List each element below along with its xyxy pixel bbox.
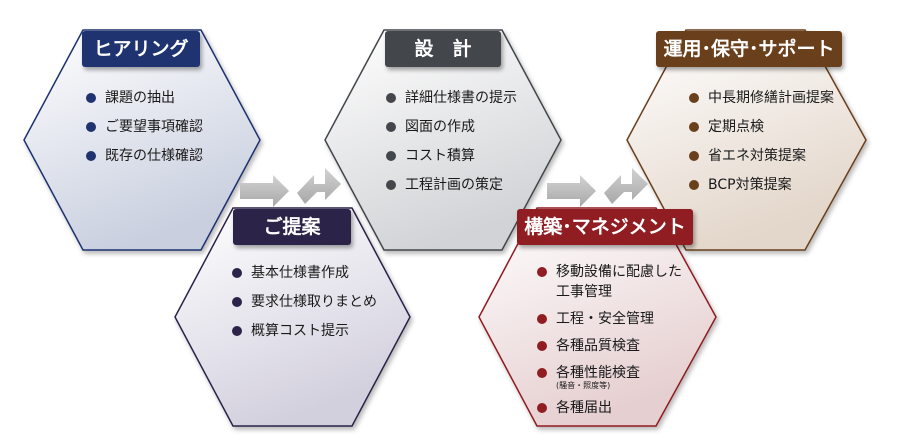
list-item: 工程計画の策定: [386, 175, 517, 195]
list-item: 詳細仕様書の提示: [386, 88, 517, 108]
list-item: 工程・安全管理: [537, 309, 682, 329]
list-item: コスト積算: [386, 146, 517, 166]
design-list: 詳細仕様書の提示 図面の作成 コスト積算 工程計画の策定: [386, 88, 517, 204]
bullet-icon: [689, 151, 699, 161]
bullet-icon: [689, 93, 699, 103]
list-item: 課題の抽出: [86, 88, 203, 108]
construction-title: 構築･マネジメント: [517, 209, 693, 245]
list-item: ご要望事項確認: [86, 117, 203, 137]
operation-list: 中長期修繕計画提案 定期点検 省エネ対策提案 BCP対策提案: [689, 88, 834, 204]
bullet-icon: [537, 368, 547, 378]
bullet-icon: [386, 180, 396, 190]
proposal-title: ご提案: [233, 209, 351, 245]
bullet-icon: [386, 93, 396, 103]
list-item: 基本仕様書作成: [232, 263, 377, 283]
bullet-icon: [537, 267, 547, 277]
list-item: 各種届出: [537, 398, 682, 418]
list-item: 省エネ対策提案: [689, 146, 834, 166]
list-item: 中長期修繕計画提案: [689, 88, 834, 108]
hearing-title: ヒアリング: [82, 31, 200, 67]
bullet-icon: [537, 341, 547, 351]
arrow-right: [547, 168, 648, 207]
bullet-icon: [386, 151, 396, 161]
operation-title: 運用･保守･サポート: [656, 31, 842, 67]
design-title: 設 計: [385, 31, 501, 67]
bullet-icon: [689, 122, 699, 132]
bullet-icon: [86, 122, 96, 132]
bullet-icon: [232, 268, 242, 278]
proposal-list: 基本仕様書作成 要求仕様取りまとめ 概算コスト提示: [232, 263, 377, 350]
list-item: 移動設備に配慮した工事管理: [537, 262, 682, 302]
bullet-icon: [537, 403, 547, 413]
construction-list: 移動設備に配慮した工事管理 工程・安全管理 各種品質検査 各種性能検査(騒音・照…: [537, 262, 682, 425]
arrow-left: [240, 168, 341, 207]
list-item: 要求仕様取りまとめ: [232, 292, 377, 312]
bullet-icon: [86, 93, 96, 103]
list-item: 図面の作成: [386, 117, 517, 137]
bullet-icon: [86, 151, 96, 161]
list-item: 各種性能検査(騒音・照度等): [537, 363, 682, 391]
hexagon-proposal: [174, 207, 411, 427]
bullet-icon: [689, 180, 699, 190]
list-item: 各種品質検査: [537, 336, 682, 356]
hearing-list: 課題の抽出 ご要望事項確認 既存の仕様確認: [86, 88, 203, 175]
bullet-icon: [386, 122, 396, 132]
bullet-icon: [537, 314, 547, 324]
note-text: (騒音・照度等): [556, 381, 611, 390]
list-item: 概算コスト提示: [232, 321, 377, 341]
bullet-icon: [232, 326, 242, 336]
list-item: BCP対策提案: [689, 175, 834, 195]
hexagon-hearing: [23, 29, 261, 251]
hexagon-operation: [626, 29, 867, 251]
hexagon-design: [324, 29, 562, 251]
list-item: 定期点検: [689, 117, 834, 137]
list-item: 既存の仕様確認: [86, 146, 203, 166]
bullet-icon: [232, 297, 242, 307]
